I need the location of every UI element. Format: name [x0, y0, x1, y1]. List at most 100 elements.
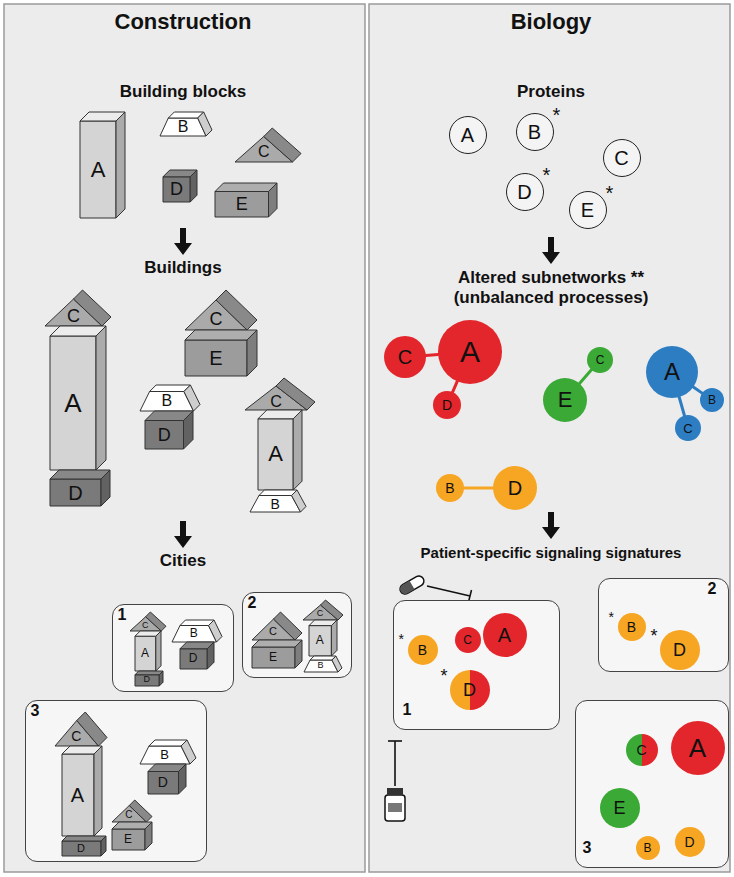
right-panel	[369, 4, 730, 872]
subnetwork-circle: D	[493, 466, 537, 510]
group-number: 3	[31, 703, 40, 719]
tower-block: A	[309, 620, 337, 656]
node-letter: D	[77, 843, 85, 854]
block-face	[163, 177, 190, 202]
block-face	[148, 771, 179, 794]
subnetwork-circle: A	[438, 320, 502, 384]
roof-block: C	[45, 290, 111, 326]
block-face	[208, 620, 222, 642]
flow-arrow	[542, 237, 560, 264]
block-face	[276, 378, 315, 410]
cube-block: E	[215, 183, 277, 217]
block-face	[135, 636, 156, 671]
text-area: C	[626, 734, 658, 766]
block-face	[273, 612, 302, 640]
inhibition-line	[388, 741, 402, 786]
text-area: C	[112, 809, 147, 821]
block-face	[101, 470, 110, 506]
node-letter: B	[317, 661, 323, 670]
node-letter: C	[317, 609, 324, 618]
block-face	[190, 170, 197, 202]
node-letter: C	[71, 729, 81, 743]
cube-block: D	[50, 470, 110, 506]
block-face	[116, 112, 125, 218]
text-area: C	[303, 608, 338, 619]
node-letter: B	[178, 119, 189, 135]
subnetwork-circle: C	[384, 336, 426, 378]
roof-block: C	[55, 712, 107, 746]
block-face	[155, 631, 160, 671]
subnetwork-circle: D*	[450, 670, 490, 710]
node-letter: B	[627, 620, 636, 634]
text-area: A	[646, 346, 698, 398]
interaction-link	[426, 353, 438, 357]
block-face	[292, 490, 306, 512]
subnetwork-circle: C	[587, 347, 613, 373]
text-area: D	[62, 841, 101, 856]
protein-circle: E*	[569, 191, 607, 229]
text-area: E	[600, 788, 640, 828]
cube-block: D	[145, 411, 193, 449]
bottle-icon	[385, 788, 405, 821]
text-area: D	[506, 173, 544, 211]
group-number: 2	[248, 595, 257, 611]
protein-circle: A	[449, 116, 487, 154]
text-area: B	[172, 625, 217, 642]
tower-block: A	[50, 326, 106, 470]
node-letter: E	[236, 195, 248, 213]
node-letter: D	[684, 835, 694, 849]
node-letter: C	[596, 354, 605, 366]
block-face	[50, 336, 96, 470]
roof-block: C	[185, 290, 257, 330]
text-area: D	[180, 648, 207, 668]
text-area: D	[493, 466, 537, 510]
node-letter: D	[68, 483, 82, 503]
block-face	[180, 648, 207, 668]
node-letter: C	[67, 307, 80, 325]
block-face	[145, 822, 152, 850]
interaction-link	[453, 381, 458, 392]
text-area: C	[587, 347, 613, 373]
block-face	[184, 385, 200, 411]
node-letter: D	[158, 775, 168, 789]
node-letter: E	[558, 389, 573, 411]
flow-arrow	[542, 512, 560, 539]
text-area: C	[55, 726, 99, 745]
node-letter: A	[141, 647, 149, 659]
column-heading: Biology	[401, 9, 701, 35]
node-letter: C	[463, 634, 472, 646]
cube-block: D	[62, 836, 106, 856]
block-face	[215, 183, 277, 192]
subnetwork-circle: E	[543, 378, 587, 422]
text-area: A	[483, 613, 527, 657]
text-area: D	[433, 391, 461, 419]
group-number: 2	[708, 581, 717, 597]
interaction-link	[693, 387, 702, 393]
block-face	[295, 640, 302, 668]
text-area: B	[160, 118, 206, 136]
node-letter: B	[445, 481, 454, 495]
block-face	[259, 490, 297, 496]
text-area: A	[309, 625, 331, 655]
mark-symbol: *	[606, 183, 614, 203]
mark-symbol: *	[651, 627, 658, 645]
block-face	[331, 656, 341, 672]
subnetwork-circle: B*	[618, 613, 646, 641]
text-area: B	[140, 746, 190, 764]
section-heading: Buildings	[33, 258, 333, 278]
protein-circle: D*	[506, 173, 544, 211]
subnetwork-circle: A	[483, 613, 527, 657]
node-letter: B	[160, 748, 169, 761]
block-face	[293, 410, 302, 490]
text-area: D	[450, 670, 490, 710]
block-face	[198, 112, 212, 136]
text-area: C	[245, 392, 307, 410]
text-area: A	[258, 419, 293, 490]
block-face	[178, 764, 186, 794]
cube-block: D	[180, 642, 214, 669]
node-letter: B	[708, 394, 716, 406]
node-letter: B	[161, 393, 172, 409]
trapezoid-block: B	[250, 490, 306, 512]
node-letter: D	[158, 426, 171, 444]
